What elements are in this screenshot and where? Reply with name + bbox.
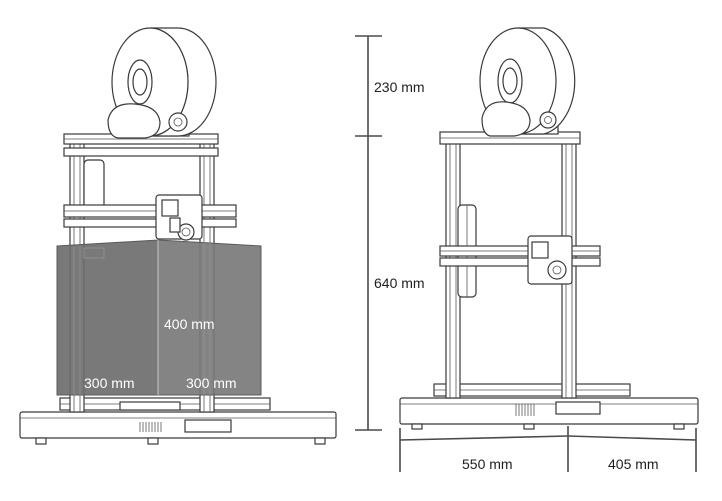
height-dimension [355,35,382,431]
build-width-label: 300 mm [84,375,135,391]
right-printer-spool [479,27,576,137]
right-printer-gantry [439,235,601,285]
build-height-label: 400 mm [164,316,215,332]
base-dimension [399,426,697,472]
left-printer-front-view: 400 mm 300 mm 300 mm [19,27,337,445]
height-main-label: 640 mm [374,275,425,291]
build-volume [56,239,262,396]
left-printer-base [19,397,337,445]
left-printer-gantry [63,194,237,241]
base-width-label: 550 mm [462,456,513,472]
height-top-label: 230 mm [374,79,425,95]
right-printer-base [399,383,699,430]
base-depth-label: 405 mm [608,456,659,472]
right-printer-side-view [399,27,699,430]
left-printer-spool [107,27,217,139]
build-depth-label: 300 mm [186,375,237,391]
